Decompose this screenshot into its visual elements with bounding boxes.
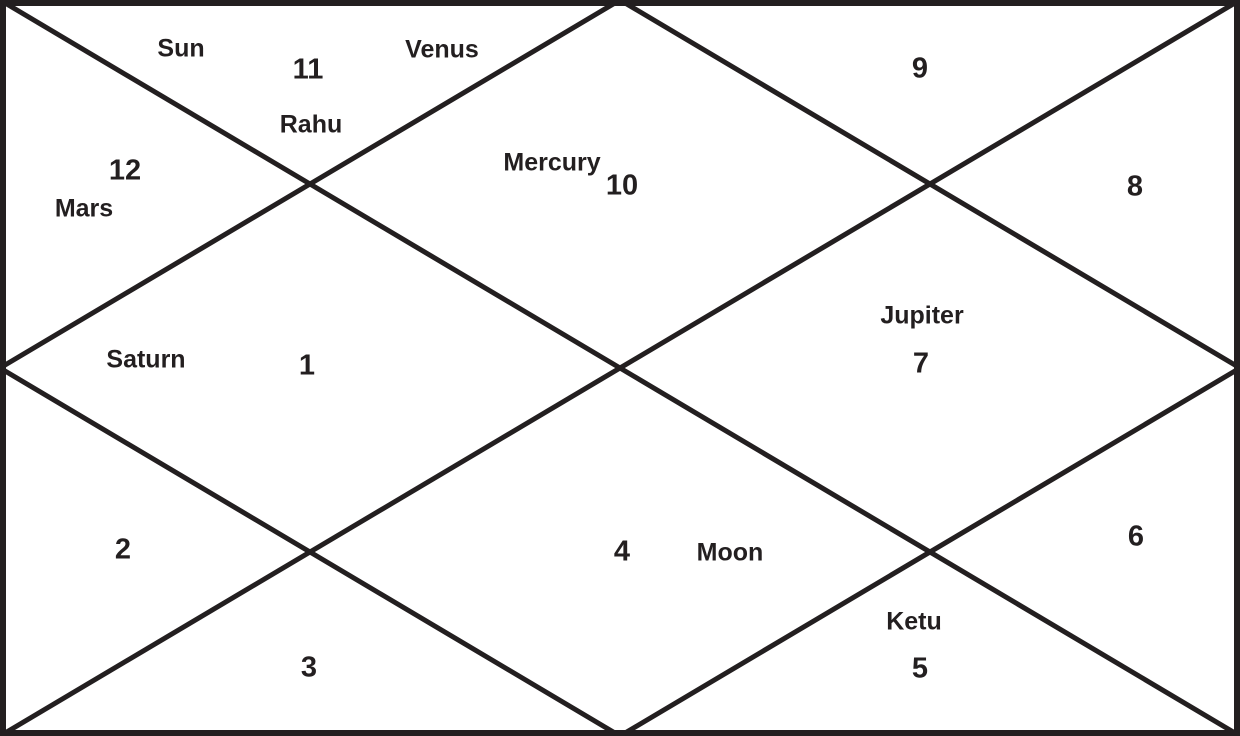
- planet-moon: Moon: [696, 538, 764, 567]
- house-4-number: 4: [613, 535, 631, 568]
- planet-jupiter: Jupiter: [880, 301, 964, 330]
- house-5-number: 5: [911, 652, 929, 685]
- house-3-number: 3: [300, 651, 318, 684]
- house-12-number: 12: [108, 154, 142, 187]
- house-10-number: 10: [605, 169, 639, 202]
- house-1-number: 1: [298, 349, 316, 382]
- planet-ketu: Ketu: [886, 607, 942, 636]
- house-11-number: 11: [292, 53, 324, 86]
- planet-sun: Sun: [157, 34, 205, 63]
- planet-mercury: Mercury: [503, 148, 601, 177]
- planet-saturn: Saturn: [106, 345, 186, 374]
- house-8-number: 8: [1126, 170, 1144, 203]
- planet-mars: Mars: [54, 194, 114, 223]
- house-6-number: 6: [1127, 520, 1145, 553]
- planet-rahu: Rahu: [279, 110, 343, 139]
- house-9-number: 9: [911, 52, 929, 85]
- planet-venus: Venus: [405, 35, 479, 64]
- house-7-number: 7: [912, 347, 930, 380]
- house-2-number: 2: [114, 533, 132, 566]
